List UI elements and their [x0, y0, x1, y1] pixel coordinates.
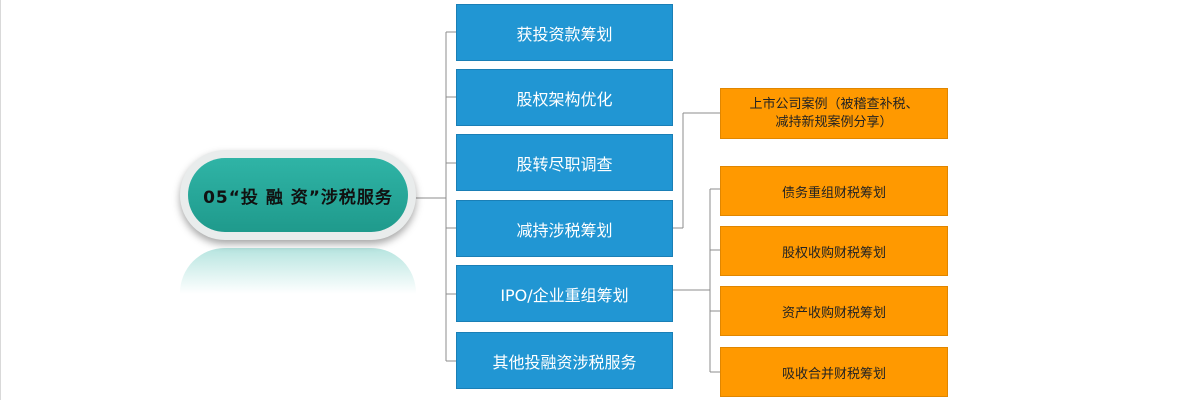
ipo-asset-acquisition[interactable]: 资产收购财税筹划 — [720, 286, 948, 336]
listed-company-case-box[interactable]: 上市公司案例（被稽查补税、 减持新规案例分享） — [720, 88, 948, 139]
service-other-tax[interactable]: 其他投融资涉税服务 — [456, 332, 673, 389]
case-line-2: 减持新规案例分享） — [775, 114, 893, 130]
root-node-inner: 05“投 融 资”涉税服务 — [188, 158, 408, 232]
root-node-label: 05“投 融 资”涉税服务 — [203, 187, 393, 208]
service-reduction-planning[interactable]: 减持涉税筹划 — [456, 200, 673, 257]
ipo-equity-acquisition[interactable]: 股权收购财税筹划 — [720, 226, 948, 276]
ipo-debt-restructuring[interactable]: 债务重组财税筹划 — [720, 166, 948, 216]
left-frame-line — [0, 0, 1, 400]
ipo-merger[interactable]: 吸收合并财税筹划 — [720, 347, 948, 397]
service-ipo-restructuring[interactable]: IPO/企业重组筹划 — [456, 265, 673, 322]
service-equity-structure[interactable]: 股权架构优化 — [456, 69, 673, 126]
case-line-1: 上市公司案例（被稽查补税、 — [749, 96, 919, 112]
service-fundraising-planning[interactable]: 获投资款筹划 — [456, 4, 673, 61]
service-due-diligence[interactable]: 股转尽职调查 — [456, 134, 673, 191]
root-node[interactable]: 05“投 融 资”涉税服务 — [180, 150, 416, 240]
root-node-reflection — [180, 248, 416, 294]
